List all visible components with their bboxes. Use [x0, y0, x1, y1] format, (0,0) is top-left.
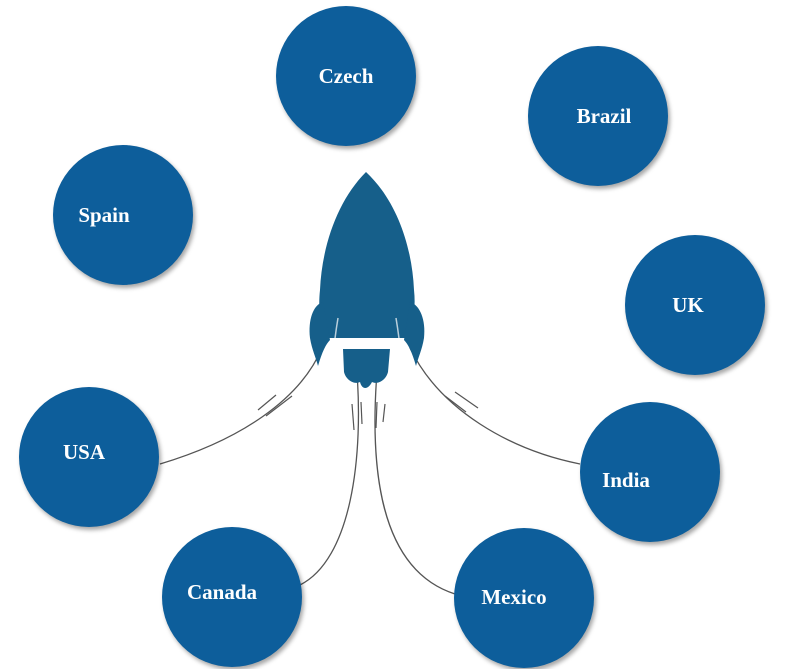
node-label: Brazil — [577, 104, 632, 128]
node-label: Canada — [187, 580, 258, 604]
node-circle — [625, 235, 765, 375]
node-circle — [276, 6, 416, 146]
node-india: India — [580, 402, 720, 542]
node-circle — [19, 387, 159, 527]
connectors — [159, 347, 581, 595]
connector-usa — [159, 347, 323, 465]
node-uk: UK — [625, 235, 765, 375]
node-canada: Canada — [162, 527, 302, 667]
connector-canada — [299, 359, 360, 586]
rocket-fin-right — [404, 302, 425, 366]
node-spain: Spain — [53, 145, 193, 285]
rocket-fin-left — [309, 302, 330, 366]
node-label: India — [602, 468, 650, 492]
node-label: USA — [63, 440, 106, 464]
connector-india — [409, 347, 581, 465]
node-circle — [53, 145, 193, 285]
node-circle — [528, 46, 668, 186]
rocket-body — [319, 172, 415, 338]
node-circle — [580, 402, 720, 542]
node-label: UK — [672, 293, 704, 317]
node-circle — [454, 528, 594, 668]
node-czech: Czech — [276, 6, 416, 146]
node-usa: USA — [19, 387, 159, 527]
motion-streaks — [257, 391, 479, 431]
node-circle — [162, 527, 302, 667]
node-brazil: Brazil — [528, 46, 668, 186]
node-mexico: Mexico — [454, 528, 594, 668]
node-label: Czech — [319, 64, 374, 88]
node-label: Spain — [78, 203, 130, 227]
connector-mexico — [374, 359, 456, 595]
node-label: Mexico — [481, 585, 546, 609]
rocket-icon — [309, 172, 425, 388]
rocket-nozzle — [343, 349, 390, 388]
